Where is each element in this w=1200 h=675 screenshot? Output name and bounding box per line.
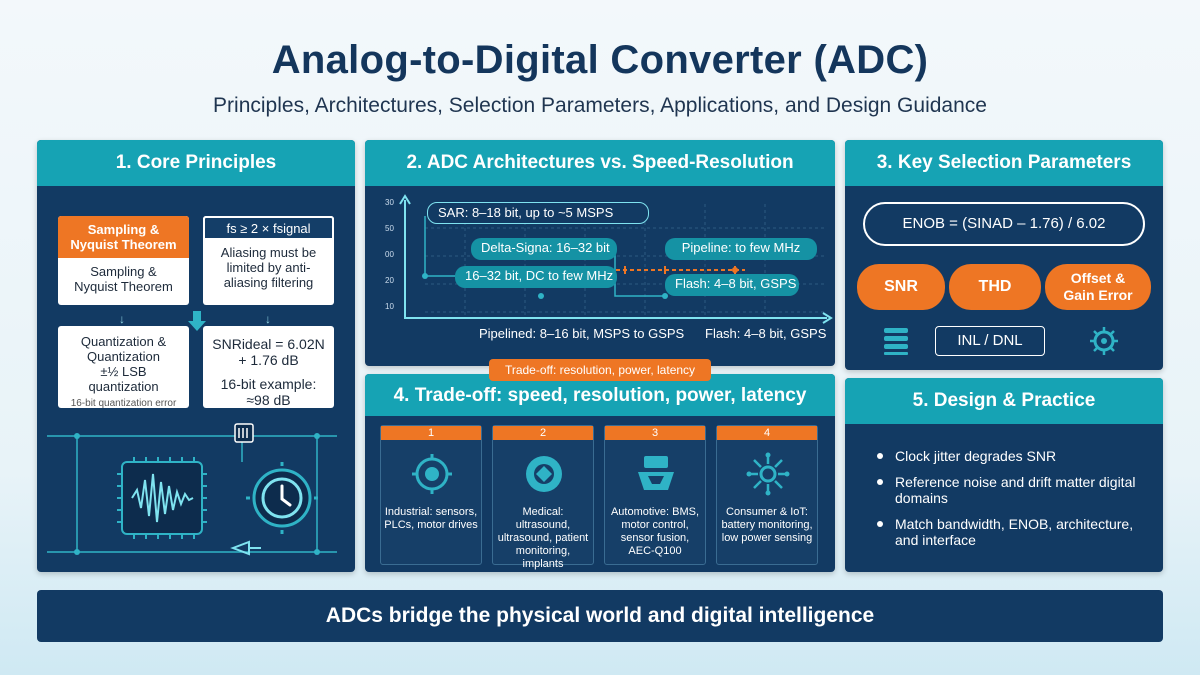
architecture-chart: 30 50 00 20 10 SAR: 8–18 bit, up to ~5 M… [365, 186, 835, 366]
card-quant-line2: ±½ LSB quantization [88, 364, 159, 394]
circuit-illustration [47, 423, 337, 556]
card-nyquist-body: Aliasing must be limited by anti-aliasin… [220, 245, 317, 290]
panel-core-principles-title: 1. Core Principles [37, 140, 355, 186]
list-item: Reference noise and drift matter digital… [875, 474, 1145, 506]
label-sar: SAR: 8–18 bit, up to ~5 MSPS [427, 202, 649, 224]
app-card-automotive: 3 Automotive: BMS, motor control, sensor… [604, 425, 706, 565]
y-tick-label: 00 [385, 250, 394, 259]
industrial-gear-icon [412, 454, 452, 494]
label-delta-sigma: Delta-Signa: 16–32 bit [471, 238, 617, 260]
app-card-number: 4 [717, 426, 817, 440]
panel-selection-parameters: 3. Key Selection Parameters ENOB = (SINA… [845, 140, 1163, 370]
y-tick-label: 20 [385, 276, 394, 285]
panel-core-principles: 1. Core Principles Sampling & Nyquist Th… [37, 140, 355, 572]
arrow-down-icon: ↓ [119, 312, 125, 326]
app-card-text: Consumer & IoT: battery monitoring, low … [721, 506, 813, 544]
page-title: Analog-to-Digital Converter (ADC) [271, 38, 929, 82]
automotive-icon [638, 456, 674, 490]
arrow-down-icon [188, 311, 206, 331]
signal-icon [230, 540, 261, 556]
panel-selection-parameters-title: 3. Key Selection Parameters [845, 140, 1163, 186]
panel-architectures-title: 2. ADC Architectures vs. Speed-Resolutio… [365, 140, 835, 186]
app-card-text: Medical: ultrasound, ultrasound, patient… [497, 506, 589, 570]
app-card-number: 2 [493, 426, 593, 440]
y-tick-label: 10 [385, 302, 394, 311]
card-nyquist-head: fs ≥ 2 × fsignal [203, 216, 334, 240]
list-item: Match bandwidth, ENOB, architecture, and… [875, 516, 1145, 548]
footer-banner: ADCs bridge the physical world and digit… [37, 590, 1163, 642]
panel-trade-off-title: 4. Trade-off: speed, resolution, power, … [365, 374, 835, 416]
app-card-industrial: 1 Industrial: sensors, PLCs, motor drive… [380, 425, 482, 565]
card-quant-line3: 16-bit quantization error [70, 398, 177, 409]
pill-snr: SNR [857, 264, 945, 310]
trade-off-badge: Trade-off: resolution, power, latency [489, 359, 711, 381]
medical-eye-icon [526, 456, 562, 492]
chart-grid [399, 194, 833, 324]
panel-architectures: 2. ADC Architectures vs. Speed-Resolutio… [365, 140, 835, 366]
panel-design-practice-title: 5. Design & Practice [845, 378, 1163, 424]
list-item: Clock jitter degrades SNR [875, 448, 1145, 464]
design-practice-list: Clock jitter degrades SNR Reference nois… [875, 448, 1145, 558]
card-sampling-body: Sampling & Nyquist Theorem [74, 264, 173, 294]
card-sampling-head: Sampling & Nyquist Theorem [58, 216, 189, 258]
arrow-down-icon: ↓ [265, 312, 271, 326]
app-card-text: Automotive: BMS, motor control, sensor f… [610, 506, 700, 557]
card-quantization: Quantization & Quantization ±½ LSB quant… [58, 326, 189, 409]
y-tick-label: 30 [385, 198, 394, 207]
app-card-number: 3 [605, 426, 705, 440]
card-snr-line2: 16-bit example: ≈98 dB [220, 376, 317, 408]
app-card-medical: 2 Medical: ultrasound, ultrasound, patie… [492, 425, 594, 570]
card-snr-line1: SNRideal = 6.02N + 1.76 dB [212, 336, 325, 368]
label-flash-axis: Flash: 4–8 bit, GSPS [705, 326, 827, 341]
label-pipelined-axis: Pipelined: 8–16 bit, MSPS to GSPS [479, 326, 685, 341]
app-card-text: Industrial: sensors, PLCs, motor drives [384, 506, 478, 531]
card-nyquist: fs ≥ 2 × fsignal Aliasing must be limite… [203, 216, 334, 305]
page-subtitle: Principles, Architectures, Selection Par… [213, 94, 987, 117]
stack-icon [884, 328, 908, 355]
app-card-consumer-iot: 4 Consumer & IoT: battery monitoring, lo… [716, 425, 818, 565]
pill-offset-gain: Offset & Gain Error [1045, 264, 1151, 310]
app-card-number: 1 [381, 426, 481, 440]
enob-formula: ENOB = (SINAD – 1.76) / 6.02 [863, 202, 1145, 246]
waveform-chip-icon [117, 457, 207, 539]
inl-dnl-box: INL / DNL [935, 326, 1045, 356]
settings-bug-icon [1090, 327, 1118, 355]
sensor-icon [234, 423, 254, 443]
clock-icon [246, 462, 318, 534]
iot-hub-icon [746, 452, 790, 496]
label-flash-chart: Flash: 4–8 bit, GSPS [665, 274, 799, 296]
card-snr-ideal: SNRideal = 6.02N + 1.76 dB 16-bit exampl… [203, 326, 334, 408]
card-quant-line1: Quantization & Quantization [80, 334, 167, 364]
pill-thd: THD [949, 264, 1041, 310]
panel-design-practice: 5. Design & Practice Clock jitter degrad… [845, 378, 1163, 572]
label-pipeline-few: Pipeline: to few MHz [665, 238, 817, 260]
card-sampling: Sampling & Nyquist Theorem Sampling & Ny… [58, 216, 189, 305]
y-tick-label: 50 [385, 224, 394, 233]
label-delta-sigma-dc: 16–32 bit, DC to few MHz [455, 266, 617, 288]
